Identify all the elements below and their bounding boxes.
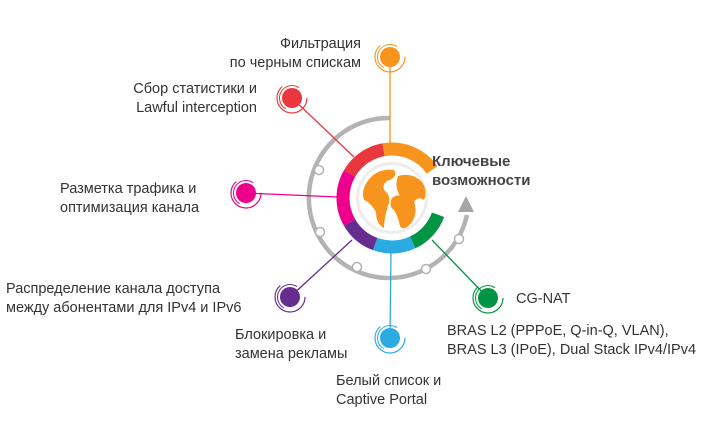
title-line2: возможности bbox=[432, 172, 531, 189]
node-marking-icon bbox=[230, 177, 262, 209]
label-cgnat: CG-NAT bbox=[516, 290, 571, 309]
label-line: оптимизация канала bbox=[60, 200, 200, 216]
ring-segment-filtering bbox=[382, 142, 438, 174]
ring-segment-statistics bbox=[343, 143, 385, 178]
connector-cgnat bbox=[431, 239, 489, 299]
node-statistics-icon bbox=[276, 82, 308, 114]
diagram-title: Ключевые возможности bbox=[432, 152, 531, 190]
label-line: замена рекламы bbox=[235, 346, 348, 362]
label-line: Lawful interception bbox=[136, 100, 257, 116]
label-line: CG-NAT bbox=[516, 291, 571, 307]
label-line: Распределение канала доступа bbox=[6, 281, 221, 297]
node-cgnat-icon bbox=[472, 282, 504, 314]
label-ads: Блокировка и замена рекламы bbox=[235, 326, 347, 364]
connector-distribution bbox=[289, 239, 353, 298]
label-line: Блокировка и bbox=[235, 327, 327, 343]
ring-dots bbox=[313, 164, 465, 275]
label-whitelist: Белый список и Captive Portal bbox=[336, 372, 441, 410]
label-filtering: Фильтрация по черным спискам bbox=[230, 35, 361, 73]
label-line: Фильтрация bbox=[279, 36, 361, 52]
label-line: BRAS L3 (IPoE), Dual Stack IPv4/IPv4 bbox=[447, 342, 697, 358]
label-marking: Разметка трафика и оптимизация канала bbox=[60, 180, 199, 218]
label-line: Captive Portal bbox=[336, 392, 428, 408]
ring-segment-marking bbox=[336, 170, 356, 226]
label-line: Сбор статистики и bbox=[133, 81, 257, 97]
ring-segment-distribution bbox=[343, 218, 378, 251]
label-line: между абонентами для IPv4 и IPv6 bbox=[6, 300, 242, 316]
arrow-head-icon bbox=[458, 196, 474, 212]
node-whitelist-icon bbox=[374, 322, 406, 354]
globe-continents bbox=[363, 169, 426, 229]
label-distribution: Распределение канала доступа между абоне… bbox=[6, 280, 241, 318]
grey-cycle-arc bbox=[306, 115, 470, 281]
ring-segment-cgnat bbox=[409, 212, 445, 249]
label-bras: BRAS L2 (PPPoE, Q-in-Q, VLAN), BRAS L3 (… bbox=[447, 322, 696, 360]
connector-whitelist bbox=[389, 249, 392, 339]
title-line1: Ключевые bbox=[432, 153, 511, 170]
label-statistics: Сбор статистики и Lawful interception bbox=[133, 80, 257, 118]
connector-statistics bbox=[291, 97, 355, 158]
label-line: Разметка трафика и bbox=[60, 181, 197, 197]
label-line: по черным спискам bbox=[229, 55, 361, 71]
ring-segment-ads bbox=[373, 236, 416, 254]
node-filtering-icon bbox=[374, 41, 406, 73]
label-line: Белый список и bbox=[336, 373, 442, 389]
label-line: BRAS L2 (PPPoE, Q-in-Q, VLAN), bbox=[447, 323, 669, 339]
node-distribution-icon bbox=[274, 281, 306, 313]
connector-marking bbox=[245, 192, 339, 198]
